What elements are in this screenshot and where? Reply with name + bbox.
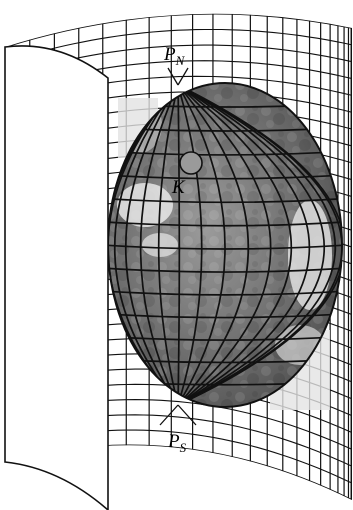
point-k-label: K xyxy=(171,177,186,198)
south-pole-label: PS xyxy=(167,431,187,455)
sphere-parallel-line xyxy=(160,384,291,385)
sphere-parallel-line xyxy=(160,106,291,107)
point-k-marker xyxy=(180,152,202,174)
north-pole-label: PN xyxy=(163,44,186,68)
cylinder-front-panel xyxy=(5,46,108,510)
